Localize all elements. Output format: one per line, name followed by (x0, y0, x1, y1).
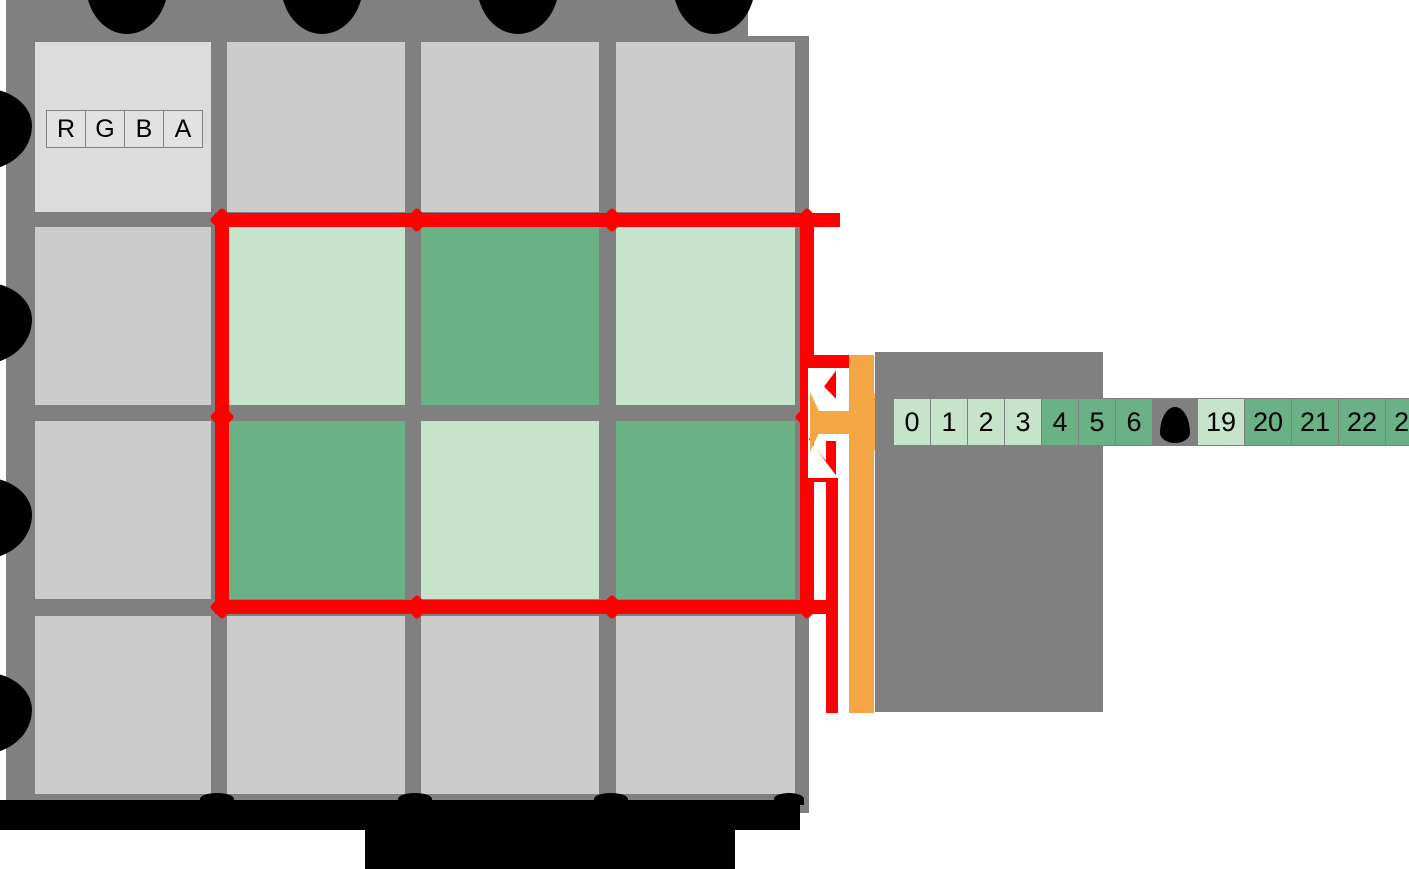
texture-cell-r2c2[interactable] (420, 420, 600, 600)
texture-cell-r3c0[interactable] (34, 615, 212, 795)
selection-edge-top[interactable] (215, 213, 840, 227)
buffer-cell-5[interactable]: 5 (1078, 398, 1116, 446)
orange-connector-shaft (817, 411, 875, 434)
texture-cell-r3c2[interactable] (420, 615, 600, 795)
orange-connector-stem (849, 355, 874, 713)
buffer-cell-4[interactable]: 4 (1041, 398, 1079, 446)
buffer-cell-22[interactable]: 22 (1338, 398, 1386, 446)
rgba-cell-b: B (124, 110, 164, 148)
ellipsis-band-bottom-tab (365, 824, 735, 869)
texture-cell-r0c3[interactable] (615, 41, 796, 213)
buffer-cell-2[interactable]: 2 (967, 398, 1005, 446)
texture-cell-r2c1[interactable] (226, 420, 406, 600)
buffer-cell-20[interactable]: 20 (1244, 398, 1292, 446)
texture-cell-r0c2[interactable] (420, 41, 600, 213)
buffer-cell-0[interactable]: 0 (893, 398, 931, 446)
texture-cell-r3c1[interactable] (226, 615, 406, 795)
buffer-cell-3[interactable]: 3 (1004, 398, 1042, 446)
ellipsis-notch-3 (594, 793, 628, 805)
texture-cell-r1c2[interactable] (420, 226, 600, 406)
buffer-cell-1[interactable]: 1 (930, 398, 968, 446)
rgba-cell-g: G (85, 110, 125, 148)
rgba-cell-a: A (163, 110, 203, 148)
texture-cell-r0c1[interactable] (226, 41, 406, 213)
texture-cell-r3c3[interactable] (615, 615, 796, 795)
texture-cell-r2c0[interactable] (34, 420, 212, 600)
buffer-cell-23[interactable]: 23 (1385, 398, 1409, 446)
texture-cell-r1c1[interactable] (226, 226, 406, 406)
selection-edge-bottom[interactable] (215, 600, 840, 614)
rgba-cell-r: R (46, 110, 86, 148)
linear-buffer-strip: 0 1 2 3 4 5 6 19 20 21 22 23 (893, 398, 1409, 446)
ellipsis-blob-icon (1160, 407, 1190, 443)
orange-connector-tail-notch (810, 392, 824, 452)
ellipsis-notch-4 (774, 793, 804, 805)
texture-cell-r1c3[interactable] (615, 226, 796, 406)
buffer-cell-19[interactable]: 19 (1197, 398, 1245, 446)
buffer-ellipsis-cell (1152, 398, 1198, 446)
ellipsis-notch-2 (398, 793, 432, 805)
buffer-cell-21[interactable]: 21 (1291, 398, 1339, 446)
rgba-channel-table: R G B A (46, 110, 203, 148)
buffer-cell-6[interactable]: 6 (1115, 398, 1153, 446)
texture-cell-r2c3[interactable] (615, 420, 796, 600)
ellipsis-notch-1 (200, 793, 234, 805)
texture-cell-r1c0[interactable] (34, 226, 212, 406)
